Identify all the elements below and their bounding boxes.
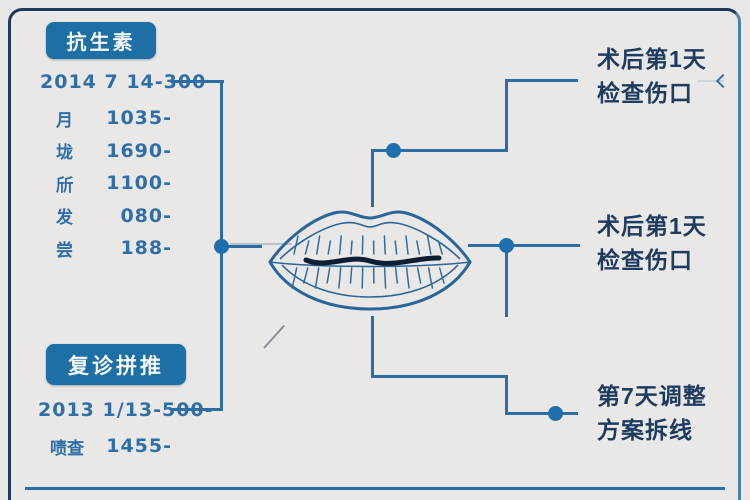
note-line: 检查伤口 — [597, 80, 693, 106]
pencil-mark — [263, 325, 285, 349]
note-day7-bottom: 第7天调整 方案拆线 — [597, 379, 707, 447]
note-line: 方案拆线 — [597, 417, 693, 443]
connector-line — [505, 412, 578, 415]
connector-line — [371, 375, 508, 378]
connector-line — [172, 80, 224, 83]
note-line: 术后第1天 — [597, 46, 707, 72]
item-label: 尝 — [56, 240, 73, 261]
list-item: 啧查 1455- — [50, 430, 172, 463]
connector-line — [505, 79, 508, 152]
item-label: 啧查 — [50, 438, 84, 459]
item-value: 1690- — [106, 139, 172, 162]
timeline-node — [499, 238, 514, 253]
top-date-text: 2014 7 14-300 — [40, 71, 207, 93]
connector-line — [505, 79, 578, 82]
note-day1-top: 术后第1天 检查伤口 — [597, 42, 707, 110]
timeline-node — [386, 143, 401, 158]
bottom-divider-line — [25, 487, 725, 490]
faint-dash-artifact — [698, 80, 724, 82]
list-item: 发 080- — [46, 200, 172, 233]
list-item: 尝 188- — [46, 232, 172, 265]
antibiotic-badge: 抗生素 — [46, 22, 156, 59]
list-item: 月 1035- — [46, 102, 172, 135]
followup-badge: 复诊拼推 — [46, 344, 186, 385]
item-label: 斦 — [56, 175, 73, 196]
note-line: 检查伤口 — [597, 247, 693, 273]
timeline-node — [548, 406, 563, 421]
guide-line — [230, 243, 292, 245]
note-day1-middle: 术后第1天 检查伤口 — [597, 209, 707, 277]
lips-illustration — [262, 196, 478, 320]
item-value: 188- — [120, 237, 172, 260]
timeline-node — [214, 239, 229, 254]
bottom-date-text: 2013 1/13-500- — [38, 399, 214, 421]
item-label: 月 — [56, 110, 73, 131]
item-value: 1035- — [106, 107, 172, 130]
connector-line — [371, 316, 374, 378]
connector-line — [505, 375, 508, 415]
item-label: 发 — [56, 208, 73, 229]
connector-line — [226, 245, 262, 248]
dosage-list: 月 1035- 垅 1690- 斦 1100- 发 080- 尝 188- — [46, 102, 172, 265]
followup-list: 啧查 1455- — [50, 430, 172, 463]
note-line: 第7天调整 — [597, 383, 707, 409]
list-item: 斦 1100- — [46, 167, 172, 200]
list-item: 垅 1690- — [46, 135, 172, 168]
note-line: 术后第1天 — [597, 213, 707, 239]
item-value: 080- — [120, 204, 172, 227]
connector-line — [468, 244, 580, 247]
item-value: 1455- — [106, 435, 172, 458]
small-arrow-icon — [715, 73, 731, 89]
item-label: 垅 — [56, 143, 73, 164]
item-value: 1100- — [106, 172, 172, 195]
connector-line — [172, 408, 222, 411]
connector-line — [505, 247, 508, 317]
connector-line — [371, 149, 508, 152]
connector-line — [371, 149, 374, 207]
